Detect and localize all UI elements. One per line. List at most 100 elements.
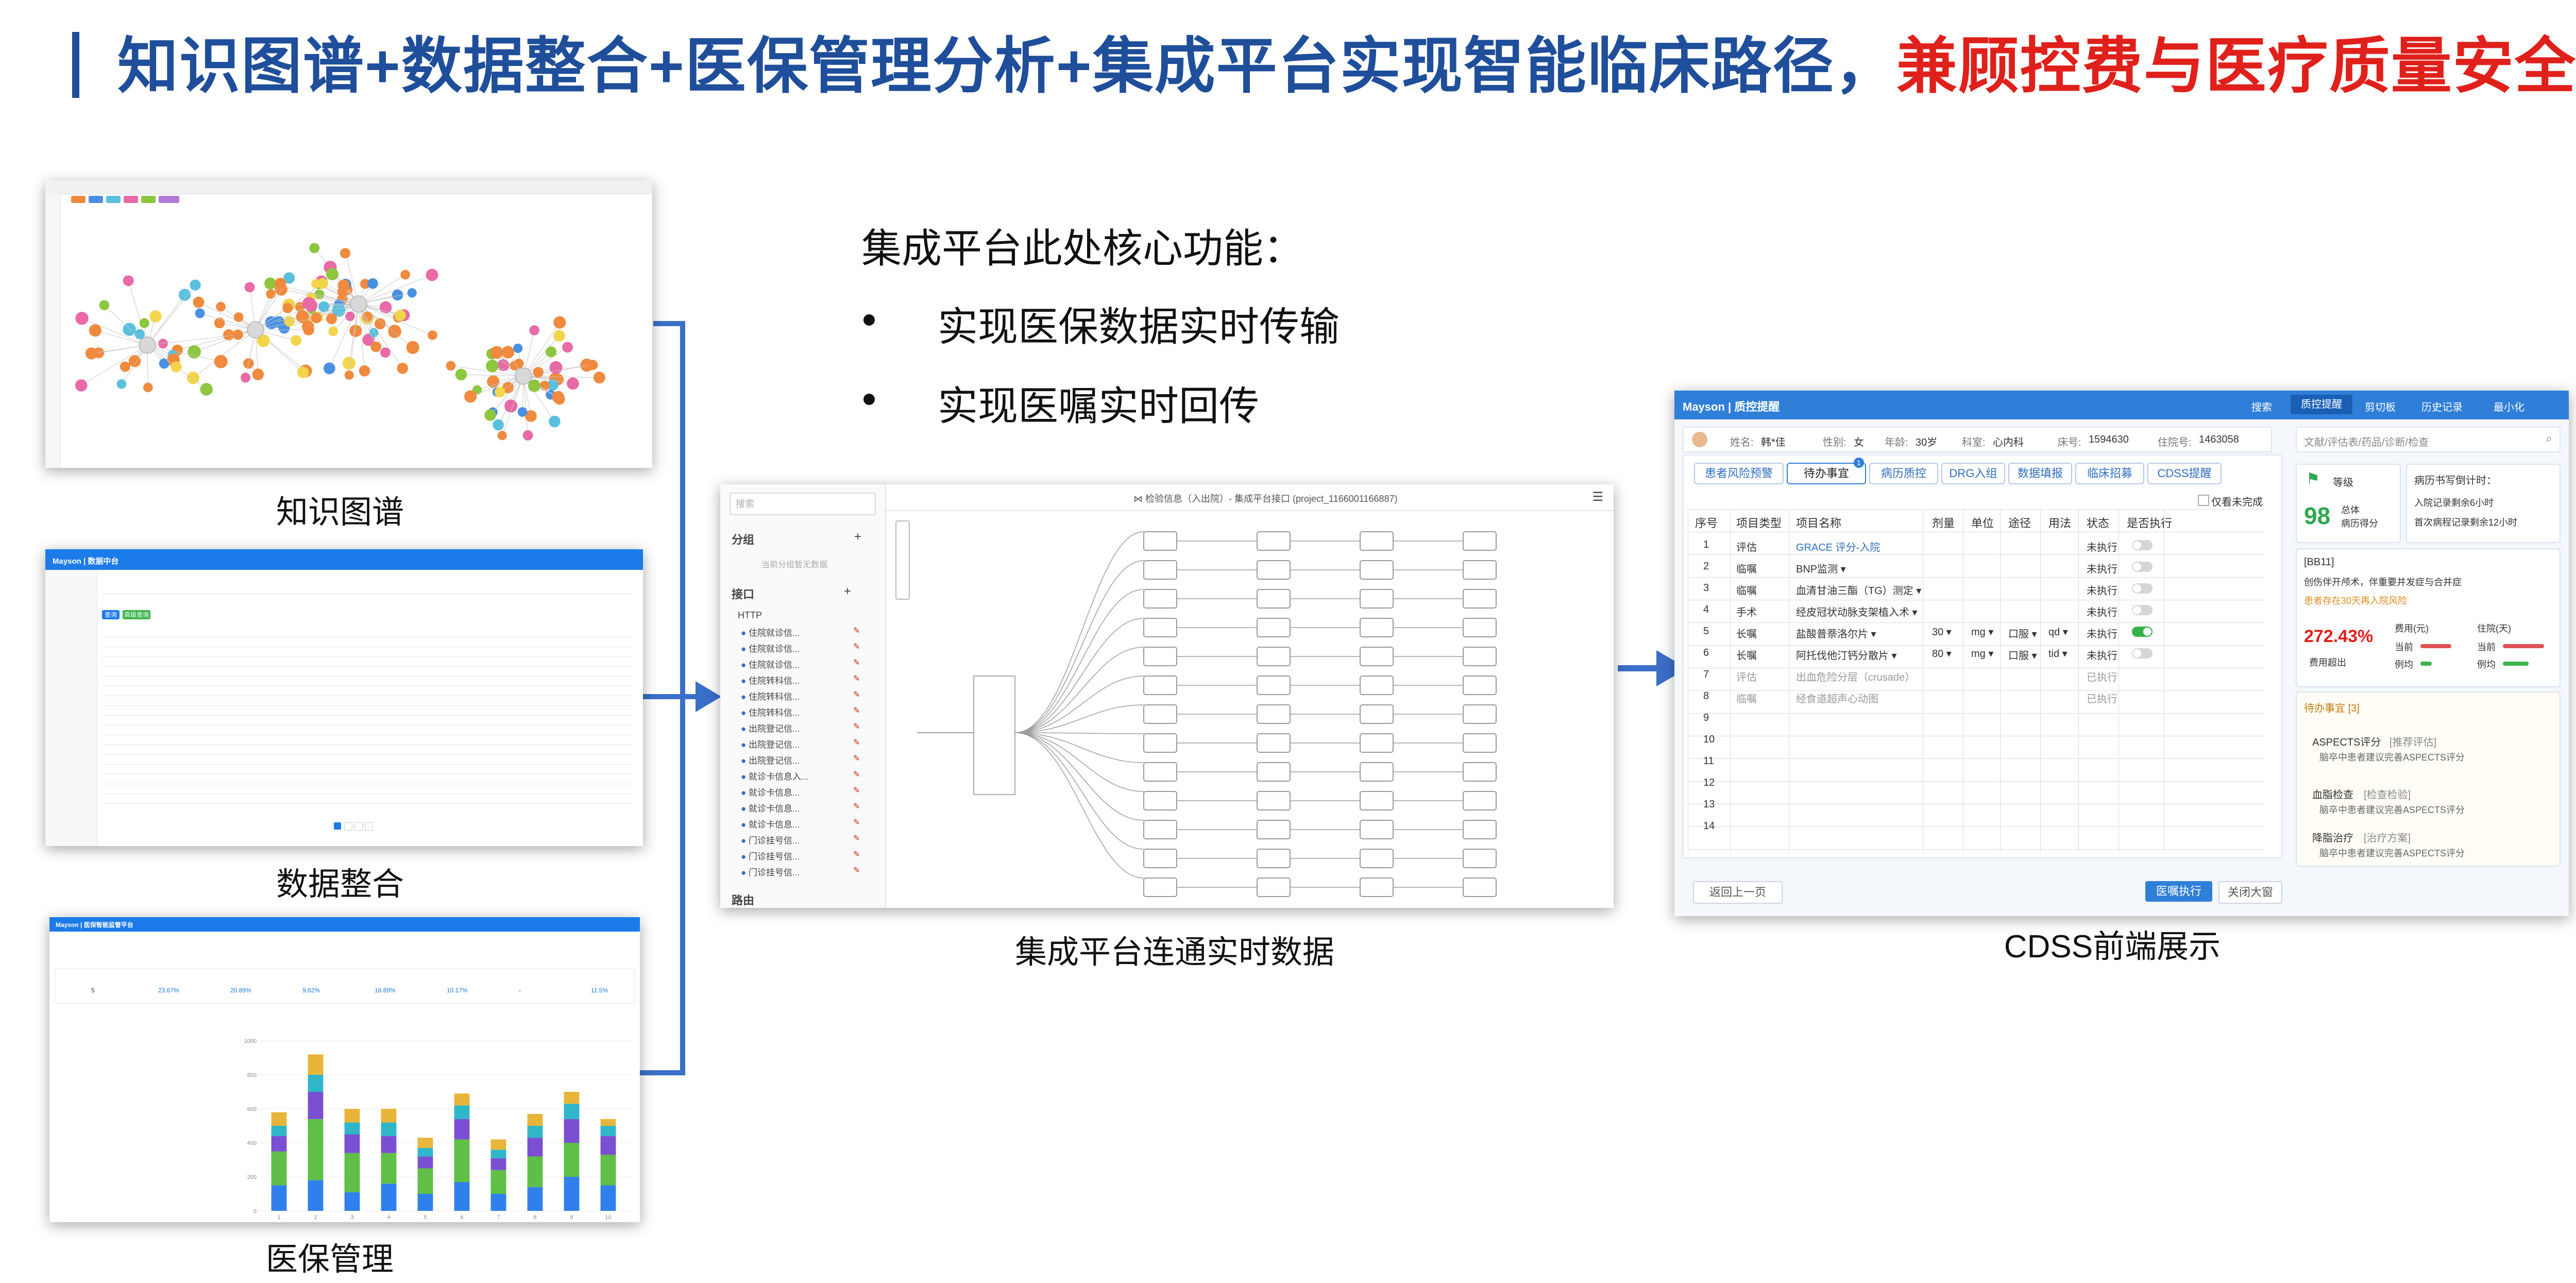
kg-node[interactable] <box>195 308 205 318</box>
kg-node[interactable] <box>257 334 270 347</box>
table-cell[interactable]: mg ▾ <box>1971 648 1994 660</box>
flow-node[interactable] <box>1360 877 1394 897</box>
kg-node[interactable] <box>587 360 598 370</box>
tab-recruit[interactable]: 临床招募 <box>2075 463 2144 484</box>
flow-node[interactable] <box>1360 791 1394 811</box>
flow-node[interactable] <box>1463 560 1497 580</box>
flow-node[interactable] <box>1360 589 1394 609</box>
kg-node[interactable] <box>344 370 354 380</box>
kg-filter-chip[interactable] <box>106 196 121 203</box>
platform-search-input[interactable]: 搜索 <box>730 493 876 515</box>
table-cell[interactable]: 口服 ▾ <box>2008 650 2037 662</box>
flow-node[interactable] <box>1143 762 1177 782</box>
kg-filter-chip[interactable] <box>71 196 86 203</box>
flow-node[interactable] <box>1257 791 1291 811</box>
kg-node[interactable] <box>392 289 403 301</box>
kg-node[interactable] <box>374 318 386 330</box>
kg-node[interactable] <box>395 309 406 321</box>
edit-icon[interactable]: ✎ <box>853 738 860 747</box>
platform-interface-item[interactable]: ● 住院就诊信... <box>741 626 800 638</box>
kg-node[interactable] <box>116 379 127 389</box>
kg-node[interactable] <box>359 365 370 377</box>
cdss-search-input[interactable]: 文献/评估表/药品/诊断/检查 ⌕ <box>2296 427 2561 452</box>
flow-node[interactable] <box>1463 647 1497 666</box>
edit-icon[interactable]: ✎ <box>853 754 860 763</box>
kg-node[interactable] <box>297 366 309 379</box>
kg-node[interactable] <box>406 341 419 354</box>
data-advanced-query-button[interactable]: 高级查询 <box>123 610 150 619</box>
kg-node[interactable] <box>233 312 244 322</box>
kg-node[interactable] <box>282 302 293 313</box>
execute-toggle[interactable] <box>2132 627 2153 637</box>
flow-node[interactable] <box>1463 704 1497 724</box>
flow-node[interactable] <box>1143 589 1177 609</box>
kg-node[interactable] <box>159 358 170 369</box>
kg-node[interactable] <box>380 347 391 358</box>
table-cell[interactable]: mg ▾ <box>1971 627 1994 638</box>
search-icon[interactable]: ⌕ <box>2546 432 2552 445</box>
tab-cdss[interactable]: CDSS提醒 <box>2147 463 2222 484</box>
kg-node[interactable] <box>486 360 499 373</box>
flow-node[interactable] <box>1463 877 1497 897</box>
table-cell[interactable]: 阿托伐他汀钙分散片 ▾ <box>1796 650 1897 662</box>
table-row[interactable] <box>102 754 633 755</box>
flow-node[interactable] <box>1143 647 1177 666</box>
cdss-history-action[interactable]: 历史记录 <box>2421 402 2463 413</box>
table-row[interactable] <box>102 764 633 765</box>
kg-node[interactable] <box>304 299 317 312</box>
table-cell[interactable]: BNP监测 ▾ <box>1796 564 1846 575</box>
tab-record-qc[interactable]: 病历质控 <box>1869 463 1938 484</box>
tab-data-report[interactable]: 数据填报 <box>2008 463 2072 484</box>
kg-node[interactable] <box>149 310 162 323</box>
execute-toggle[interactable] <box>2132 583 2153 594</box>
kg-node[interactable] <box>120 361 130 372</box>
kg-node[interactable] <box>311 312 322 324</box>
kg-node[interactable] <box>553 316 566 329</box>
platform-interface-item[interactable]: ● 住院转科信... <box>741 673 800 686</box>
kg-node[interactable] <box>446 361 456 371</box>
kg-node[interactable] <box>495 386 505 398</box>
kg-node[interactable] <box>252 368 264 380</box>
kg-node[interactable] <box>497 359 510 372</box>
flow-node[interactable] <box>1360 849 1394 868</box>
kg-node[interactable] <box>200 383 213 396</box>
platform-interface-item[interactable]: ● 住院就诊信... <box>741 657 800 670</box>
kg-node[interactable] <box>504 399 518 413</box>
platform-group-add-button[interactable]: + <box>854 530 862 544</box>
kg-node[interactable] <box>283 272 295 284</box>
table-row[interactable] <box>102 656 633 657</box>
kg-node[interactable] <box>360 279 370 289</box>
table-row[interactable] <box>102 676 633 677</box>
data-side-menu[interactable] <box>45 570 97 846</box>
edit-icon[interactable]: ✎ <box>853 770 860 779</box>
kg-node[interactable] <box>370 341 381 352</box>
flow-node[interactable] <box>1463 618 1497 637</box>
kg-node[interactable] <box>484 409 496 421</box>
kg-node[interactable] <box>343 357 355 370</box>
kg-node[interactable] <box>363 312 372 322</box>
kg-node[interactable] <box>517 407 528 417</box>
table-cell[interactable]: 80 ▾ <box>1932 648 1952 660</box>
flow-node[interactable] <box>1360 531 1394 551</box>
platform-interface-item[interactable]: ● 住院就诊信... <box>741 642 800 654</box>
kg-node[interactable] <box>533 367 544 378</box>
kg-node[interactable] <box>323 362 335 375</box>
kg-node[interactable] <box>340 248 351 259</box>
cdss-clipboard-action[interactable]: 剪切板 <box>2365 402 2396 413</box>
kg-node[interactable] <box>490 346 503 359</box>
kg-node[interactable] <box>522 430 533 441</box>
kg-node[interactable] <box>345 311 355 322</box>
kg-node[interactable] <box>464 390 477 403</box>
edit-icon[interactable]: ✎ <box>853 674 860 683</box>
flow-node[interactable] <box>1143 820 1177 839</box>
kg-node[interactable] <box>367 278 378 289</box>
flow-node[interactable] <box>1143 676 1177 695</box>
kg-node[interactable] <box>528 379 541 392</box>
platform-interface-item[interactable]: ● 就诊卡信息入... <box>741 769 808 782</box>
table-cell[interactable]: 盐酸普萘洛尔片 ▾ <box>1796 629 1876 640</box>
kg-node[interactable] <box>487 375 500 388</box>
flow-node[interactable] <box>1143 733 1177 753</box>
kg-node[interactable] <box>128 355 141 367</box>
platform-interface-item[interactable]: ● 出院登记信... <box>741 737 800 750</box>
flow-node[interactable] <box>1257 676 1291 695</box>
